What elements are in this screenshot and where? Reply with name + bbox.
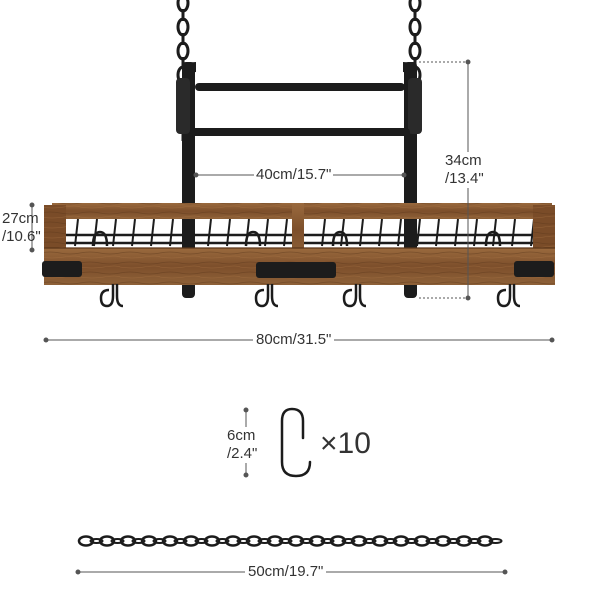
- height-label-line1: 34cm: [445, 152, 482, 169]
- s-hook-icon: [280, 407, 312, 478]
- hook-height-line2: /2.4": [227, 445, 258, 462]
- loose-chain-icon: [77, 535, 503, 547]
- total-width-label: 80cm/31.5": [253, 331, 335, 349]
- dimension-lines: [29, 59, 555, 575]
- hook-count-label: ×10: [320, 427, 371, 460]
- wooden-tray: [42, 203, 555, 285]
- height-label-line2: /13.4": [445, 170, 484, 187]
- metal-frame: [176, 62, 422, 298]
- depth-label: 27cm /10.6": [2, 210, 41, 246]
- height-label: 34cm /13.4": [445, 152, 484, 188]
- hook-height-line1: 6cm: [227, 427, 256, 444]
- chain-length-label: 50cm/19.7": [245, 563, 327, 581]
- depth-label-line2: /10.6": [2, 228, 41, 245]
- inner-width-label: 40cm/15.7": [254, 166, 334, 184]
- depth-label-line1: 27cm: [2, 210, 39, 227]
- tray-hooks: [99, 284, 521, 308]
- hook-height-label: 6cm /2.4": [227, 427, 258, 463]
